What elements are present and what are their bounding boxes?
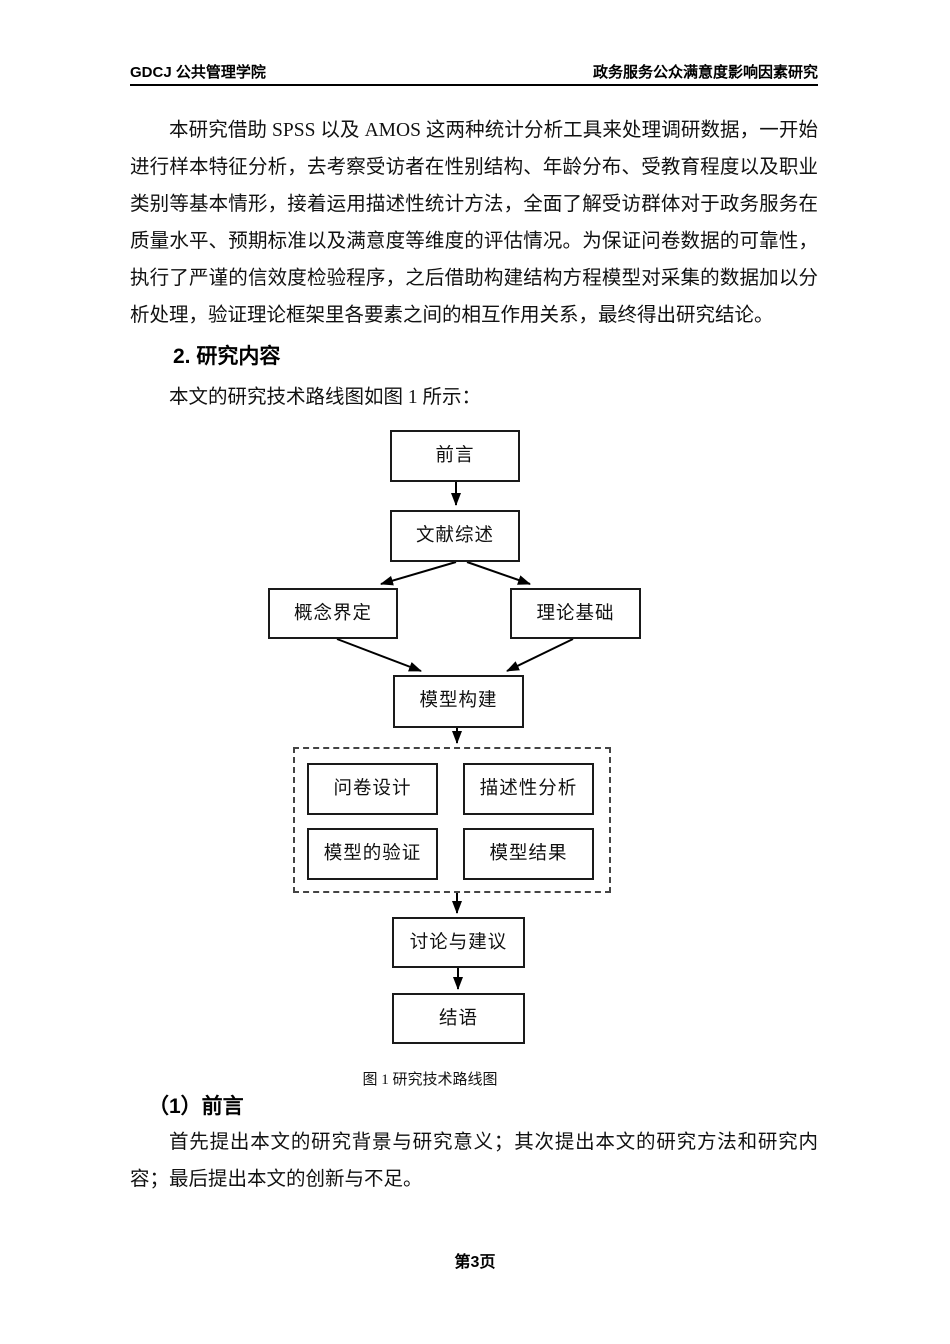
subsection-heading: （1）前言 — [148, 1095, 244, 1118]
figure-intro-line: 本文的研究技术路线图如图 1 所示： — [169, 387, 482, 408]
flow-node-moxing-goujian: 模型构建 — [393, 675, 524, 728]
paragraph-methodology: 本研究借助 SPSS 以及 AMOS 这两种统计分析工具来处理调研数据，一开始进… — [130, 120, 818, 326]
flow-node-lilun-jichu: 理论基础 — [510, 588, 641, 639]
paragraph-overview: 首先提出本文的研究背景与研究意义；其次提出本文的研究方法和研究内容；最后提出本文… — [130, 1132, 818, 1190]
flow-node-taolun-jianyi: 讨论与建议 — [392, 917, 525, 968]
header-right-text: 政务服务公众满意度影响因素研究 — [592, 64, 818, 81]
research-flowchart: 前言 文献综述 概念界定 理论基础 模型构建 问卷设计 描述性分析 模型的验证 … — [0, 425, 950, 1060]
flow-node-gainian-jieding: 概念界定 — [268, 588, 398, 639]
flow-node-jieyu: 结语 — [392, 993, 525, 1044]
flow-node-miaoshuxing-fenxi: 描述性分析 — [463, 763, 594, 815]
flow-node-wenxian-zongshu: 文献综述 — [390, 510, 520, 562]
analysis-group-dashed-box — [293, 747, 611, 893]
section-heading: 2. 研究内容 — [173, 345, 281, 368]
flowchart-arrows — [336, 482, 574, 990]
flow-node-moxing-jieguo: 模型结果 — [463, 828, 594, 880]
flow-node-wenjuan-sheji: 问卷设计 — [307, 763, 438, 815]
flow-node-moxing-yanzheng: 模型的验证 — [307, 828, 438, 880]
flow-node-qianyan: 前言 — [390, 430, 520, 482]
page-footer: 第3页 — [454, 1254, 496, 1271]
header-left-text: GDCJ 公共管理学院 — [130, 64, 266, 81]
page-header: GDCJ 公共管理学院 政务服务公众满意度影响因素研究 — [130, 60, 818, 86]
figure-caption: 图 1 研究技术路线图 — [362, 1072, 498, 1088]
